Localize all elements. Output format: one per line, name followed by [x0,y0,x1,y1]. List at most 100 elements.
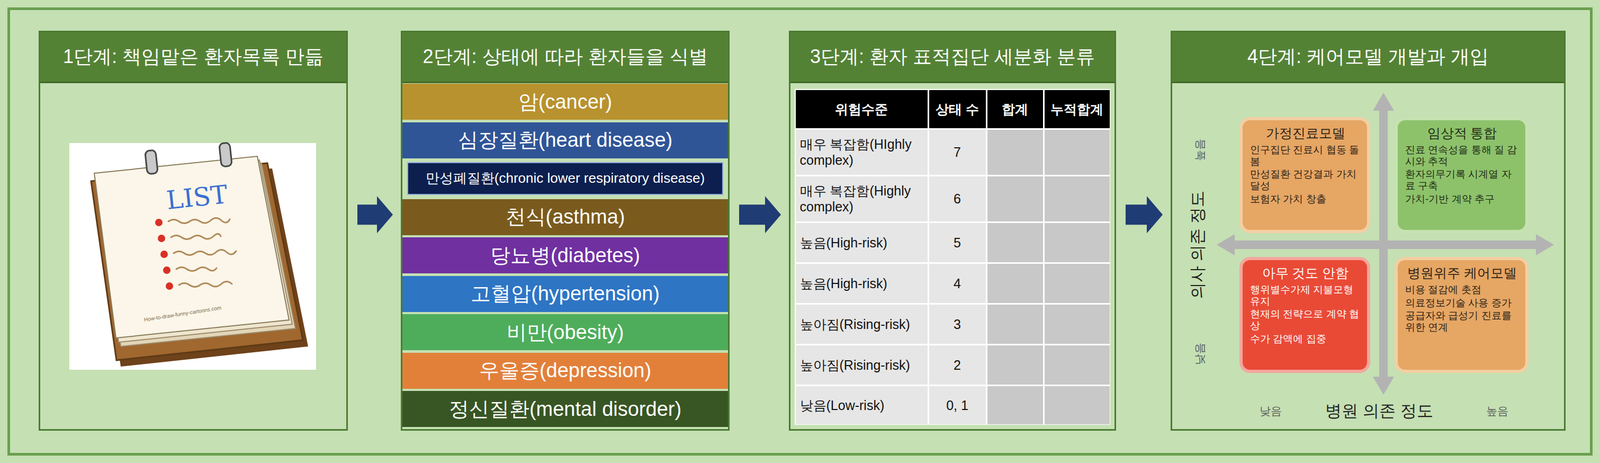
table-cell [987,345,1044,385]
condition-count: 6 [953,190,961,207]
notepad-illustration [69,142,317,370]
risk-level: 높아짐(Rising-risk) [795,316,914,332]
axis-tick: 낮음 [1192,342,1208,365]
table-cell [987,222,1044,263]
notepad-illustration-part-part [168,218,230,224]
risk-level: 높음(High-risk) [795,234,891,251]
condition-band: 당뇨병(diabetes) [402,237,728,274]
condition-band: 심장질환(heart disease) [402,122,728,159]
axis-title: 병원 의존 정도 [1325,399,1433,422]
notepad-illustration-part-part [178,281,232,287]
condition-name: 우울증(depression) [479,356,652,384]
step-header-bar: 3단계: 환자 표적집단 세분화 분류 [790,32,1115,84]
table-cell: 매우 복잡함(Highly complex) [795,176,928,222]
care-model-box: 임상적 통합진료 연속성을 통해 질 감시와 추적환자의무기록 시계열 자료 구… [1397,120,1526,230]
notepad-illustration-part [219,142,232,167]
care-model-point: 현재의 전략으로 계약 협상 [1250,308,1361,332]
step-title: 4단계: 케어모델 개발과 개입 [1247,43,1489,70]
axis-title: 의사 의존 정도 [1186,190,1209,299]
table-cell [987,304,1044,344]
care-model-point: 의료정보기술 사용 증가 [1405,297,1519,309]
condition-count: 2 [953,356,961,373]
care-model-point: 수가 감액에 집중 [1250,333,1361,345]
table-cell: 2 [929,345,986,385]
table-header: 누적합계 [1050,101,1104,118]
axis-tick: 낮음 [1259,403,1282,419]
condition-band: 비만(obesity) [402,313,728,350]
condition-band: 천식(asthma) [402,199,728,236]
notepad-illustration-part [160,250,168,258]
step-header-bar: 2단계: 상태에 따라 환자들을 식별 [402,32,728,84]
care-model-title: 가정진료모델 [1250,125,1361,141]
table-cell: 6 [929,176,986,222]
table-header: 합계 [1001,101,1029,118]
condition-count: 7 [953,144,961,160]
condition-band: 우울증(depression) [402,352,728,389]
risk-level: 낮음(Low-risk) [795,397,888,413]
care-model-title: 아무 것도 안함 [1250,265,1361,281]
table-cell: 낮음(Low-risk) [795,385,928,425]
table-cell: 높아짐(Rising-risk) [795,304,928,344]
axis-tick: 높음 [1486,403,1509,419]
care-model-point: 만성질환 건강결과 가치 달성 [1250,168,1361,192]
quadrant-axes-part [1216,234,1554,256]
table-header-cell: 누적합계 [1044,90,1110,129]
notepad-illustration-part-part [171,234,221,240]
step-panel: 1단계: 책임맡은 환자목록 만듦LISTHow-to-draw-funny-c… [38,30,348,431]
table-cell: 높음(High-risk) [795,263,928,303]
notepad-illustration-part-part [173,249,237,256]
table-cell: 3 [929,304,986,344]
quadrant-axes [1216,92,1554,395]
notepad-illustration-part [94,156,290,338]
block-arrow [357,195,393,233]
condition-name: 정신질환(mental disorder) [448,395,682,423]
axis-tick: 높음 [1192,138,1208,161]
table-cell: 높아짐(Rising-risk) [795,345,928,385]
table-cell [1044,304,1110,344]
table-header: 상태 수 [935,101,979,118]
notepad-illustration-part [157,234,166,242]
condition-band: 만성폐질환(chronic lower respiratory disease) [407,162,724,195]
step-title: 2단계: 상태에 따라 환자들을 식별 [422,43,708,70]
condition-name: 비만(obesity) [506,318,625,346]
block-arrow [1125,195,1163,233]
notepad-illustration-part [168,218,237,287]
condition-band: 고혈압(hypertension) [402,275,728,312]
table-cell [987,176,1044,222]
illustration-text: LIST [165,178,230,215]
condition-band: 암(cancer) [402,83,728,120]
step-panel: 3단계: 환자 표적집단 세분화 분류위험수준 상태 수 합계 누적합계매우 복잡함(… [788,30,1117,431]
care-model-box: 병원위주 케어모델비용 절감에 촛점의료정보기술 사용 증가공급자와 급성기 진… [1397,259,1526,370]
care-model-title: 병원위주 케어모델 [1405,265,1519,281]
table-cell: 높음(High-risk) [795,222,928,263]
block-arrow [739,195,781,233]
condition-count: 5 [953,234,961,251]
table-header-cell: 상태 수 [929,90,986,129]
table-cell [987,385,1044,425]
condition-name: 암(cancer) [518,88,613,116]
step-header-bar: 4단계: 케어모델 개발과 개입 [1172,32,1564,84]
table-cell: 0, 1 [929,385,986,425]
risk-level: 매우 복잡함(Highly complex) [795,182,928,215]
care-model-title: 임상적 통합 [1405,125,1519,141]
table-cell [1044,345,1110,385]
table-header: 위험수준 [834,101,888,118]
notepad-illustration-part [145,149,158,175]
risk-level: 높아짐(Rising-risk) [795,356,914,373]
care-model-box: 아무 것도 안함행위별수가제 지불모형 유지현재의 전략으로 계약 협상수가 감… [1242,259,1368,370]
condition-name: 고혈압(hypertension) [470,280,660,308]
care-model-point: 보험자 가치 창출 [1250,193,1361,205]
table-cell: 5 [929,222,986,263]
table-cell [1044,129,1110,175]
step-panel: 암(cancer) 심장질환(heart disease)만성폐질환(chroni… [400,30,730,431]
care-model-point: 행위별수가제 지불모형 유지 [1250,283,1361,308]
notepad-illustration-part-part [176,267,217,272]
care-model-point: 공급자와 급성기 진료를 위한 연계 [1405,309,1519,334]
notepad-illustration-part [163,266,171,274]
table-cell [987,263,1044,303]
watermark: How-to-draw-funny-cartoons.com [143,304,222,323]
care-model-point: 인구집단 진료시 협동 돌봄 [1250,144,1361,168]
care-model-point: 진료 연속성을 통해 질 감시와 추적 [1405,144,1519,168]
risk-table: 위험수준상태 수합계누적합계매우 복잡함(HIghly complex)7매우 … [794,88,1111,425]
